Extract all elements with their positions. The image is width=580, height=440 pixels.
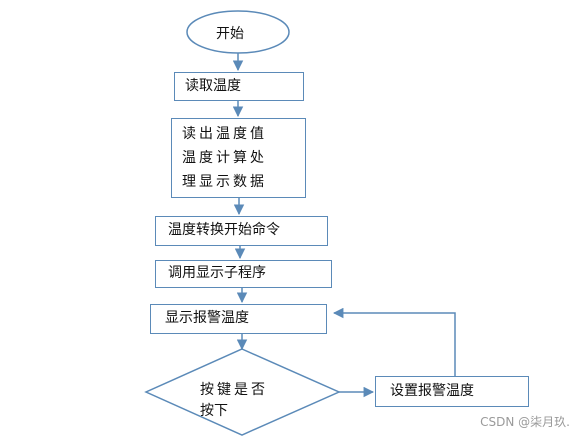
convert-command-box: 温度转换开始命令 xyxy=(155,216,328,246)
start-label: 开始 xyxy=(216,26,244,42)
read-temperature-box: 读取温度 xyxy=(174,72,304,101)
process-line-1: 读出温度值 xyxy=(182,126,267,142)
process-display-box: 读出温度值 温度计算处 理显示数据 xyxy=(171,118,306,198)
convert-command-label: 温度转换开始命令 xyxy=(168,222,280,239)
show-alarm-label: 显示报警温度 xyxy=(165,310,249,327)
read-temperature-label: 读取温度 xyxy=(185,77,241,94)
decision-label-line-1: 按键是否 xyxy=(200,382,268,398)
watermark-text: CSDN @柒月玖. xyxy=(480,415,570,429)
set-alarm-box: 设置报警温度 xyxy=(375,376,529,407)
decision-label-line-2: 按下 xyxy=(200,403,228,419)
arrow-set-back-to-alarm xyxy=(332,307,456,376)
show-alarm-box: 显示报警温度 xyxy=(150,304,327,334)
set-alarm-label: 设置报警温度 xyxy=(390,382,474,399)
decision-diamond-shape xyxy=(144,348,341,436)
process-line-3: 理显示数据 xyxy=(182,174,267,190)
call-display-box: 调用显示子程序 xyxy=(155,260,332,288)
call-display-label: 调用显示子程序 xyxy=(168,265,266,282)
process-line-2: 温度计算处 xyxy=(182,150,267,166)
